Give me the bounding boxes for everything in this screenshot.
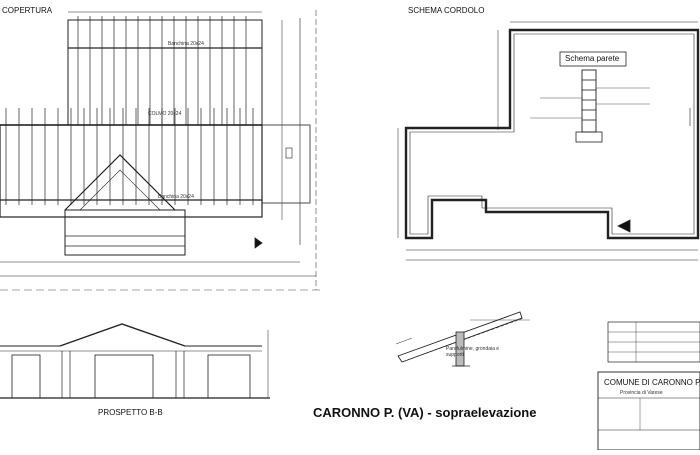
wall-foot <box>575 131 603 143</box>
roof-side-box <box>261 124 311 204</box>
beam-middle-label: COLMO 20x24 <box>148 111 182 117</box>
curb-outline <box>404 28 700 240</box>
hip-inner <box>79 169 161 211</box>
elevation-opening-2 <box>94 354 154 399</box>
section-arrow <box>254 237 263 249</box>
elevation-title: PROSPETTO B-B <box>98 408 163 417</box>
wall-section <box>581 69 597 133</box>
roof-plan <box>0 10 317 290</box>
beam-bottom-label: Banchina 20x24 <box>158 194 194 200</box>
elevation-drawing <box>0 323 270 399</box>
elevation-opening-3 <box>207 354 251 399</box>
title-block-municipality: COMUNE DI CARONNO P <box>604 378 700 387</box>
curb-arrow <box>617 219 631 233</box>
drawing-main-title: CARONNO P. (VA) - sopraelevazione <box>313 405 537 420</box>
roof-plan-outline <box>0 124 263 218</box>
eave-detail <box>395 311 530 367</box>
beam-top-label: Banchina 20x24 <box>168 41 204 47</box>
curb-plan <box>397 21 700 261</box>
roof-side-marker <box>285 147 293 159</box>
title-block-province: Provincia di Varese <box>620 390 663 396</box>
wall-schema-label: Schema parete <box>565 54 620 63</box>
roof-plan-title: COPERTURA <box>2 6 53 15</box>
porch-projection <box>64 209 186 256</box>
upper-rafters <box>77 16 247 125</box>
detail-insulation <box>401 317 525 363</box>
detail-roof-slab <box>397 311 523 363</box>
curb-plan-title: SCHEMA CORDOLO <box>408 6 485 15</box>
lower-rafters <box>5 108 254 205</box>
elevation-gable <box>59 323 186 347</box>
wall-schema-box <box>559 51 627 67</box>
detail-caption: Parafulmine, grondaia e supporti <box>446 346 500 358</box>
curb-inner <box>409 33 695 235</box>
hip-gable <box>64 154 176 211</box>
elevation-opening-1 <box>11 354 41 399</box>
detail-gutter <box>395 337 413 345</box>
